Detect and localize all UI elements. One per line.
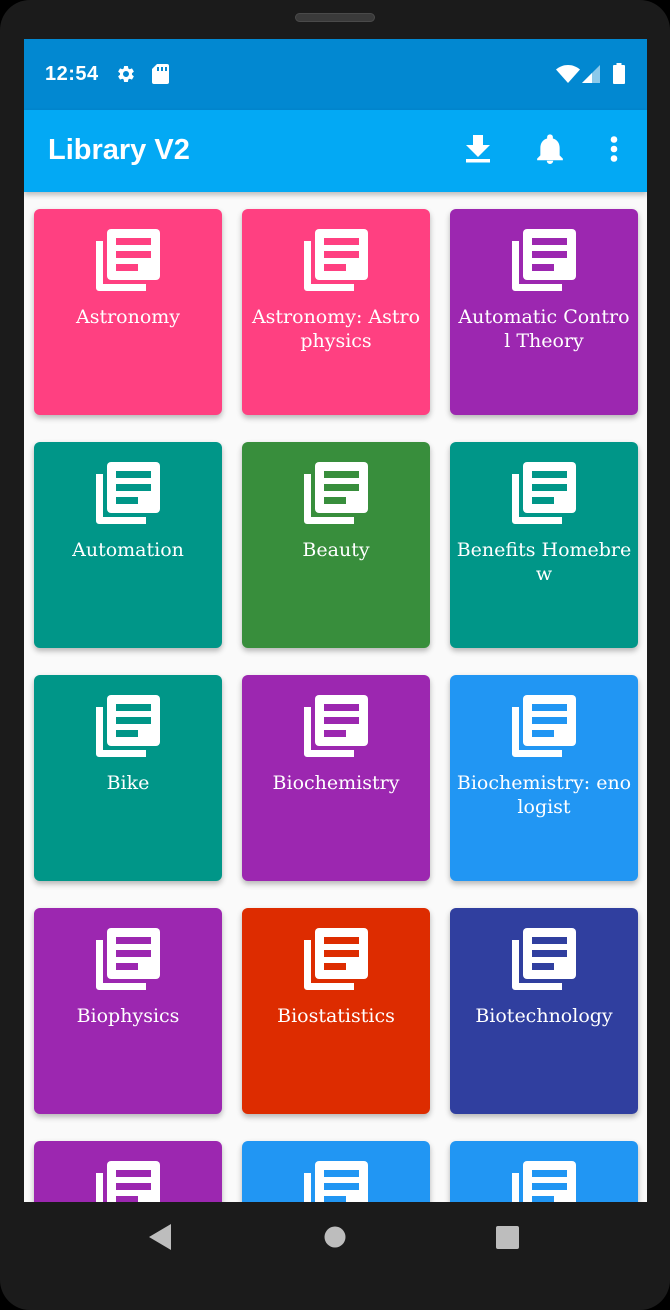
library-books-icon xyxy=(512,462,576,524)
tile-9[interactable]: Biophysics xyxy=(34,908,222,1114)
tile-label: Astronomy: Astrophysics xyxy=(251,306,421,352)
screen: 12:54 Library V2 xyxy=(24,39,647,1202)
library-books-icon xyxy=(304,928,368,990)
gear-icon xyxy=(116,64,136,89)
signal-icon xyxy=(582,65,600,88)
tile-12[interactable] xyxy=(34,1141,222,1202)
library-books-icon xyxy=(304,695,368,757)
library-books-icon xyxy=(512,928,576,990)
library-books-icon xyxy=(512,695,576,757)
tile-13[interactable] xyxy=(242,1141,430,1202)
category-grid: Astronomy Astronomy: Astrophysics Automa… xyxy=(24,192,647,1202)
status-time: 12:54 xyxy=(45,63,99,85)
tile-7[interactable]: Biochemistry xyxy=(242,675,430,881)
tile-label: Biochemistry: enologist xyxy=(456,772,632,818)
tile-label: Astronomy xyxy=(75,306,181,328)
library-books-icon xyxy=(512,1161,576,1202)
back-icon[interactable] xyxy=(149,1224,173,1255)
app-bar: Library V2 xyxy=(24,110,647,192)
tile-6[interactable]: Bike xyxy=(34,675,222,881)
tile-label: Beauty xyxy=(302,539,370,561)
tile-2[interactable]: Automatic Control Theory xyxy=(450,209,638,415)
battery-icon xyxy=(613,63,625,89)
tile-10[interactable]: Biostatistics xyxy=(242,908,430,1114)
download-button[interactable] xyxy=(458,131,498,171)
library-books-icon xyxy=(304,1161,368,1202)
app-title: Library V2 xyxy=(48,134,190,166)
library-books-icon xyxy=(96,1161,160,1202)
more-vert-icon xyxy=(610,135,618,167)
system-nav-bar xyxy=(0,1202,670,1272)
speaker-grille xyxy=(295,13,375,22)
library-books-icon xyxy=(96,462,160,524)
tile-4[interactable]: Beauty xyxy=(242,442,430,648)
library-books-icon xyxy=(304,229,368,291)
tile-label: Biophysics xyxy=(76,1005,180,1027)
tile-0[interactable]: Astronomy xyxy=(34,209,222,415)
more-options-button[interactable] xyxy=(594,131,634,171)
tile-label: Bike xyxy=(106,772,150,794)
tile-14[interactable] xyxy=(450,1141,638,1202)
sd-card-icon xyxy=(152,64,169,89)
tile-3[interactable]: Automation xyxy=(34,442,222,648)
home-icon[interactable] xyxy=(324,1226,346,1253)
tile-label: Biotechnology xyxy=(475,1005,613,1027)
status-bar: 12:54 xyxy=(24,39,647,110)
tile-5[interactable]: Benefits Homebrew xyxy=(450,442,638,648)
wifi-icon xyxy=(556,65,580,88)
recents-icon[interactable] xyxy=(496,1226,519,1254)
download-icon xyxy=(465,134,491,168)
tile-1[interactable]: Astronomy: Astrophysics xyxy=(242,209,430,415)
tile-label: Biochemistry xyxy=(272,772,400,794)
tile-label: Biostatistics xyxy=(277,1005,395,1027)
notifications-button[interactable] xyxy=(530,131,570,171)
library-books-icon xyxy=(512,229,576,291)
library-books-icon xyxy=(96,928,160,990)
bell-icon xyxy=(537,133,563,169)
tile-label: Benefits Homebrew xyxy=(456,539,632,585)
tile-11[interactable]: Biotechnology xyxy=(450,908,638,1114)
library-books-icon xyxy=(96,229,160,291)
tile-8[interactable]: Biochemistry: enologist xyxy=(450,675,638,881)
library-books-icon xyxy=(304,462,368,524)
tile-label: Automation xyxy=(72,539,184,561)
library-books-icon xyxy=(96,695,160,757)
tile-label: Automatic Control Theory xyxy=(458,306,630,352)
